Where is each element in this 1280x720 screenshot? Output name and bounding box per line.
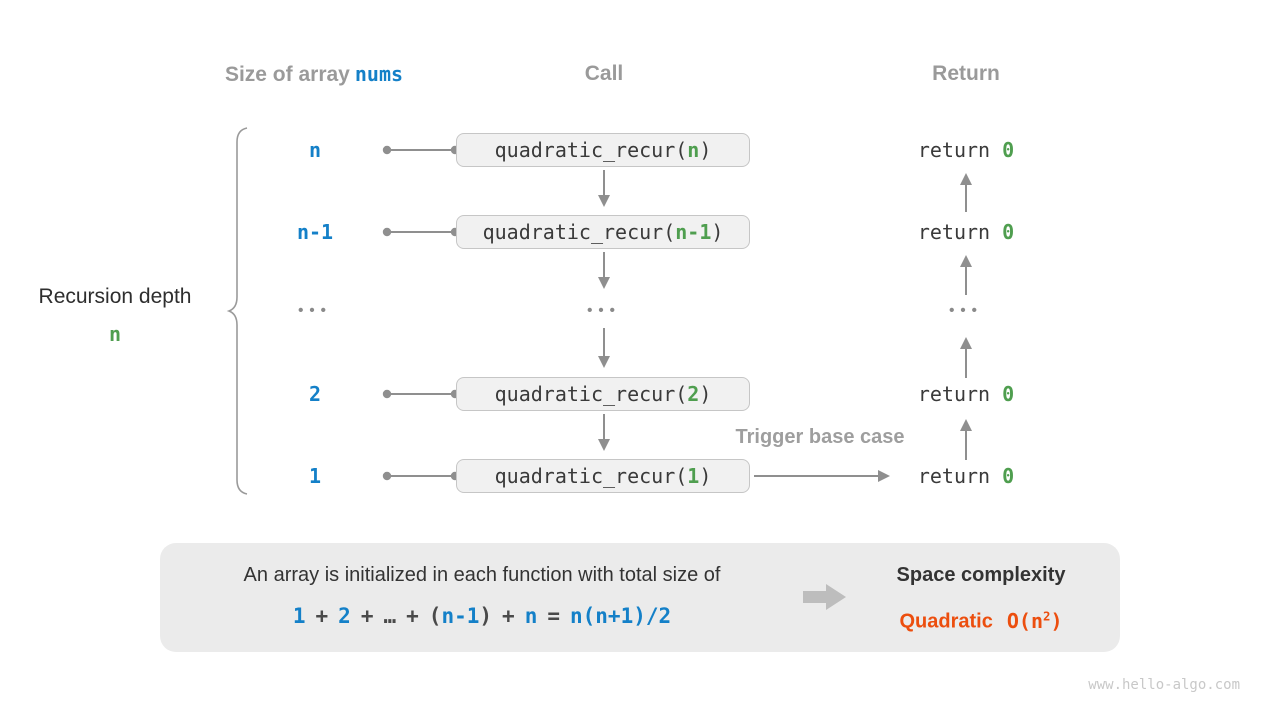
recursion-depth-brace [226, 127, 248, 495]
formula-operator: + [360, 604, 374, 628]
return-value: 0 [1002, 220, 1015, 244]
call-ellipsis: ••• [587, 302, 621, 319]
space-complexity-title: Space complexity [896, 564, 1066, 586]
return-keyword: return [917, 138, 991, 162]
formula-term: n-1 [441, 604, 480, 628]
formula-operator: + [406, 604, 419, 628]
formula-operator: + [315, 604, 329, 628]
call-fn-text: quadratic_recur( [494, 382, 688, 406]
formula-operator: + [502, 604, 515, 628]
big-o-suffix: ) [1050, 608, 1063, 633]
nums-code-label: nums [354, 62, 404, 86]
big-o-prefix: O(n [1006, 608, 1043, 633]
big-o-exponent: 2 [1042, 608, 1051, 623]
formula-equals: = [547, 604, 560, 628]
summary-sentence: An array is initialized in each function… [243, 564, 721, 586]
complexity-word: Quadratic [899, 610, 993, 633]
summary-panel [160, 543, 1120, 652]
watermark: www.hello-algo.com [1088, 677, 1240, 693]
call-box-n: quadratic_recur(n) [456, 133, 750, 167]
space-complexity-value: Quadratic O(n2) [872, 602, 1090, 636]
summary-formula: 1 +2 + … + (n-1) + n = n(n+1)/2 [176, 602, 788, 630]
return-stmt-n-1: return 0 [886, 219, 1046, 245]
recursion-depth-value: n [108, 322, 122, 346]
size-connector-lines [382, 145, 460, 481]
call-arg: 2 [687, 382, 700, 406]
summary-arrow-icon [803, 584, 846, 610]
column-header-call: Call [584, 62, 624, 85]
call-arg: n-1 [675, 220, 712, 244]
call-box-n-1: quadratic_recur(n-1) [456, 215, 750, 249]
call-fn-text: quadratic_recur( [482, 220, 676, 244]
call-fn-close: ) [699, 138, 712, 162]
return-stmt-n: return 0 [886, 137, 1046, 163]
formula-paren: ( [428, 604, 442, 628]
size-header-text: Size of array [224, 63, 350, 86]
return-keyword: return [917, 220, 991, 244]
trigger-base-case-label: Trigger base case [735, 426, 905, 448]
return-stmt-1: return 0 [886, 463, 1046, 489]
call-fn-text: quadratic_recur( [494, 138, 688, 162]
call-fn-text: quadratic_recur( [494, 464, 688, 488]
return-value: 0 [1002, 464, 1015, 488]
call-arg: 1 [687, 464, 700, 488]
formula-paren: ) [479, 604, 493, 628]
return-value: 0 [1002, 138, 1015, 162]
return-keyword: return [917, 382, 991, 406]
formula-term: 2 [338, 604, 351, 628]
call-fn-close: ) [699, 464, 712, 488]
column-header-return: Return [932, 62, 1000, 85]
call-fn-close: ) [699, 382, 712, 406]
size-label-n: n [308, 138, 322, 162]
formula-result: n(n+1)/2 [570, 604, 672, 628]
size-label-2: 2 [308, 382, 322, 406]
formula-ellipsis: … [383, 604, 397, 628]
recursion-depth-label: Recursion depth [38, 285, 192, 308]
size-label-n-1: n-1 [296, 220, 334, 244]
formula-term: 1 [292, 604, 306, 628]
big-o-notation: O(n2) [1006, 608, 1063, 633]
call-box-2: quadratic_recur(2) [456, 377, 750, 411]
return-ellipsis: ••• [949, 302, 983, 319]
return-value: 0 [1002, 382, 1015, 406]
return-keyword: return [917, 464, 991, 488]
formula-term: n [524, 604, 538, 628]
call-arg: n [687, 138, 700, 162]
call-fn-close: ) [711, 220, 724, 244]
size-ellipsis: ••• [298, 302, 332, 319]
return-stmt-2: return 0 [886, 381, 1046, 407]
size-label-1: 1 [308, 464, 322, 488]
call-box-1: quadratic_recur(1) [456, 459, 750, 493]
